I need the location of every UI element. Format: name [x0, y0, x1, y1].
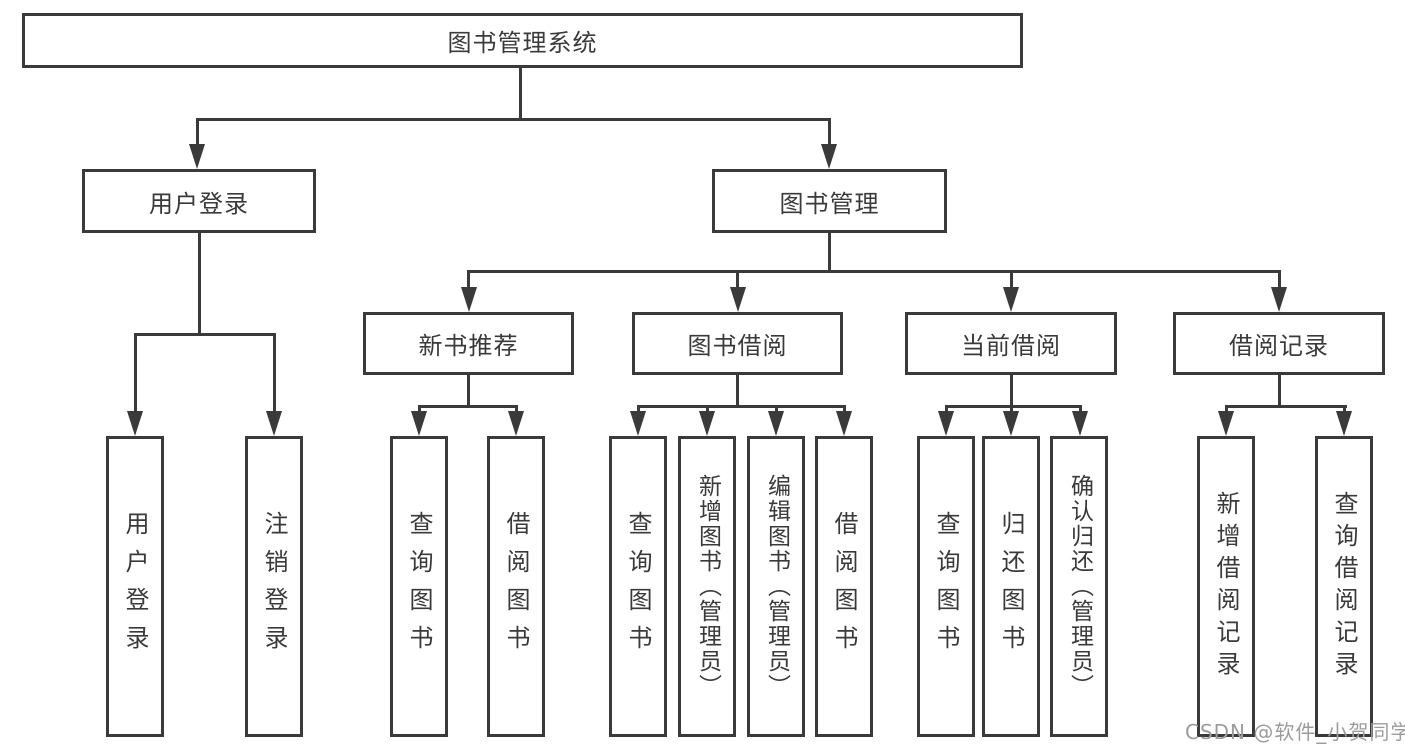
connector-drop-bb-query [636, 404, 640, 416]
leaf-nbr-query-books-label: 查询图书 [405, 510, 433, 663]
arrowhead-br-add [1218, 411, 1234, 436]
connector-drop-bb-borrow [842, 404, 846, 416]
leaf-br-add-record: 新增借阅记录 [1197, 436, 1255, 737]
connector-drop-new-book-recommend [467, 270, 470, 291]
leaf-cb-return-books-label: 归还图书 [997, 510, 1025, 663]
leaf-logout-label: 注销登录 [260, 510, 288, 663]
leaf-bb-add-books-admin: 新增图书（管理员） [678, 436, 736, 737]
arrowhead-cb-confirm [1072, 411, 1088, 436]
leaf-nbr-borrow-books-label: 借阅图书 [502, 510, 530, 663]
arrowhead-book-borrow [729, 287, 746, 312]
node-user-login-label: 用户登录 [149, 189, 249, 218]
leaf-user-login-label: 用户登录 [121, 510, 149, 663]
node-book-borrow: 图书借阅 [632, 312, 843, 375]
leaf-br-add-record-label: 新增借阅记录 [1212, 490, 1240, 683]
leaf-br-query-record-label: 查询借阅记录 [1330, 490, 1358, 683]
node-book-borrow-label: 图书借阅 [687, 332, 788, 360]
leaf-bb-add-books-admin-label: 新增图书（管理员） [694, 474, 721, 699]
connector-nbr-trunk [467, 375, 470, 407]
leaf-bb-edit-books-admin-label: 编辑图书（管理员） [763, 474, 790, 699]
connector-bb-trunk [736, 375, 739, 407]
leaf-nbr-query-books: 查询图书 [390, 436, 448, 737]
connector-user-login-trunk [197, 233, 201, 336]
arrowhead-bb-borrow [836, 411, 852, 436]
connector-drop-cb-return [1009, 404, 1013, 416]
connector-bb-bar [636, 404, 846, 408]
connector-drop-leaf-user-login [133, 333, 137, 415]
arrowhead-current-borrow [1003, 287, 1019, 312]
arrowhead-leaf-logout [266, 411, 282, 436]
arrowhead-new-book-recommend [460, 287, 477, 312]
leaf-cb-return-books: 归还图书 [982, 436, 1040, 737]
connector-br-bar [1224, 404, 1347, 408]
node-new-book-recommend: 新书推荐 [363, 312, 574, 375]
leaf-logout: 注销登录 [245, 436, 303, 737]
arrowhead-user-login [189, 144, 205, 169]
node-user-login: 用户登录 [82, 169, 316, 233]
leaf-cb-confirm-return-admin: 确认归还（管理员） [1050, 436, 1108, 737]
leaf-cb-confirm-return-admin-label: 确认归还（管理员） [1066, 474, 1093, 699]
connector-cb-bar [944, 404, 1082, 408]
node-current-borrow: 当前借阅 [905, 312, 1117, 375]
leaf-bb-borrow-books-label: 借阅图书 [830, 510, 858, 663]
node-book-management: 图书管理 [712, 169, 947, 233]
connector-drop-bb-edit [774, 404, 778, 416]
connector-root-bar [195, 117, 831, 121]
connector-drop-leaf-logout [272, 333, 276, 415]
csdn-watermark: CSDN @软件_小贺同学 [1185, 720, 1405, 744]
arrowhead-book-management [821, 144, 837, 169]
arrowhead-bb-edit [768, 411, 784, 436]
connector-drop-cb-query [944, 404, 948, 416]
leaf-cb-query-books-label: 查询图书 [932, 510, 960, 663]
connector-user-login-bar [133, 333, 276, 336]
node-new-book-recommend-label: 新书推荐 [418, 332, 519, 360]
node-borrow-records: 借阅记录 [1173, 312, 1385, 375]
connector-drop-nbr-query [417, 404, 421, 416]
node-root-label: 图书管理系统 [447, 29, 598, 57]
connector-root-trunk [518, 68, 522, 120]
connector-drop-br-add [1224, 404, 1228, 416]
leaf-bb-borrow-books: 借阅图书 [815, 436, 873, 737]
connector-drop-cb-confirm [1078, 404, 1082, 416]
node-borrow-records-label: 借阅记录 [1229, 332, 1329, 360]
connector-drop-nbr-borrow [514, 404, 518, 416]
arrowhead-leaf-user-login [127, 411, 143, 436]
connector-nbr-bar [417, 404, 518, 408]
leaf-bb-query-books: 查询图书 [609, 436, 667, 737]
connector-cb-trunk [1009, 375, 1013, 407]
arrowhead-nbr-borrow [508, 411, 524, 436]
arrowhead-bb-add [699, 411, 715, 436]
leaf-bb-edit-books-admin: 编辑图书（管理员） [747, 436, 805, 737]
arrowhead-bb-query [630, 411, 646, 436]
connector-book-management-trunk [827, 233, 831, 273]
leaf-br-query-record: 查询借阅记录 [1315, 436, 1373, 737]
connector-drop-book-borrow [736, 270, 739, 291]
connector-drop-current-borrow [1009, 270, 1013, 291]
connector-drop-book-management [827, 117, 831, 148]
arrowhead-cb-query [938, 411, 954, 436]
node-book-management-label: 图书管理 [779, 189, 880, 218]
node-root: 图书管理系统 [22, 13, 1023, 68]
connector-drop-bb-add [705, 404, 709, 416]
leaf-bb-query-books-label: 查询图书 [624, 510, 652, 663]
connector-drop-user-login [195, 117, 199, 148]
leaf-nbr-borrow-books: 借阅图书 [487, 436, 545, 737]
arrowhead-nbr-query [411, 411, 427, 436]
arrowhead-cb-return [1003, 411, 1019, 436]
connector-br-trunk [1277, 375, 1281, 407]
connector-drop-borrow-records [1277, 270, 1281, 291]
arrowhead-borrow-records [1271, 287, 1287, 312]
connector-book-management-bar [467, 270, 1281, 273]
node-current-borrow-label: 当前借阅 [961, 332, 1061, 360]
leaf-cb-query-books: 查询图书 [917, 436, 975, 737]
arrowhead-br-query [1336, 411, 1352, 436]
leaf-user-login: 用户登录 [106, 436, 164, 737]
connector-drop-br-query [1342, 404, 1346, 416]
